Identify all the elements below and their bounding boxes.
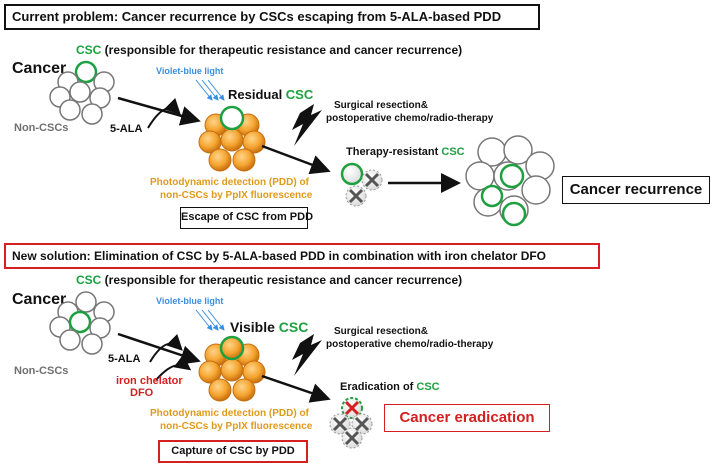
top-residual-label: Residual CSC bbox=[228, 87, 314, 102]
top-light-rays bbox=[195, 79, 225, 101]
top-lightning-icon bbox=[292, 104, 322, 146]
bottom-surgery-line2: postoperative chemo/radio-therapy bbox=[326, 339, 494, 350]
top-escape-text: Escape of CSC from PDD bbox=[181, 211, 314, 223]
bottom-cancer-cluster bbox=[49, 291, 115, 355]
top-arrow-2 bbox=[261, 144, 331, 175]
top-cancer-cluster bbox=[49, 60, 115, 125]
bottom-ala-label: 5-ALA bbox=[108, 353, 140, 365]
top-main-arrow bbox=[117, 96, 201, 126]
top-csc-legend: CSC (responsible for therapeutic resista… bbox=[76, 43, 462, 57]
top-noncsc-label: Non-CSCs bbox=[14, 122, 68, 134]
bottom-capture-text: Capture of CSC by PDD bbox=[171, 445, 295, 457]
bottom-pdd-line2: non-CSCs by PpIX fluorescence bbox=[160, 421, 313, 432]
top-pdd-line2: non-CSCs by PpIX fluorescence bbox=[160, 190, 313, 201]
bottom-dfo-arrow bbox=[155, 354, 192, 381]
bottom-visible-label: Visible CSC bbox=[230, 319, 308, 335]
bottom-arrow-2 bbox=[261, 374, 331, 403]
bottom-cancer-label: Cancer bbox=[12, 291, 66, 308]
bottom-header-text: New solution: Elimination of CSC by 5-AL… bbox=[12, 249, 547, 263]
bottom-ala-arrow bbox=[149, 333, 183, 363]
bottom-capture-box: Capture of CSC by PDD bbox=[158, 440, 308, 463]
top-surgery-line2: postoperative chemo/radio-therapy bbox=[326, 113, 494, 124]
top-recurrence-cluster bbox=[465, 135, 555, 227]
top-surgery-line1: Surgical resection& bbox=[334, 100, 428, 111]
bottom-eradication-box: Cancer eradication bbox=[384, 404, 550, 432]
bottom-iron-line2: DFO bbox=[130, 387, 154, 399]
top-recurrence-box: Cancer recurrence bbox=[562, 176, 710, 204]
top-header-box: Current problem: Cancer recurrence by CS… bbox=[4, 4, 540, 30]
bottom-eradicated-cluster bbox=[329, 397, 373, 449]
bottom-pdd-cluster bbox=[198, 335, 266, 402]
top-resistant-cluster bbox=[340, 162, 383, 207]
bottom-eradication-of-label: Eradication of CSC bbox=[340, 381, 440, 393]
bottom-light-rays bbox=[195, 309, 225, 331]
top-header-rest: Cancer recurrence by CSCs escaping from … bbox=[121, 9, 502, 24]
top-cancer-label: Cancer bbox=[12, 60, 66, 77]
top-pdd-line1: Photodynamic detection (PDD) of bbox=[150, 177, 310, 188]
bottom-violet-label: Violet-blue light bbox=[156, 296, 223, 306]
top-violet-label: Violet-blue light bbox=[156, 66, 223, 76]
bottom-surgery-line1: Surgical resection& bbox=[334, 326, 428, 337]
bottom-lightning-icon bbox=[292, 334, 322, 376]
top-escape-box: Escape of CSC from PDD bbox=[180, 207, 313, 229]
bottom-csc-legend: CSC (responsible for therapeutic resista… bbox=[76, 273, 462, 287]
bottom-pdd-line1: Photodynamic detection (PDD) of bbox=[150, 408, 310, 419]
bottom-noncsc-label: Non-CSCs bbox=[14, 365, 68, 377]
top-pdd-cluster bbox=[198, 105, 266, 172]
top-ala-arrow bbox=[147, 97, 181, 129]
bottom-eradication-text: Cancer eradication bbox=[399, 409, 535, 426]
top-recurrence-text: Cancer recurrence bbox=[569, 181, 703, 198]
top-header-prefix: Current problem: bbox=[12, 9, 122, 24]
top-resistant-label: Therapy-resistant CSC bbox=[346, 146, 465, 158]
top-ala-label: 5-ALA bbox=[110, 123, 142, 135]
bottom-header-box: New solution: Elimination of CSC by 5-AL… bbox=[4, 243, 600, 269]
bottom-iron-line1: iron chelator bbox=[116, 375, 183, 387]
